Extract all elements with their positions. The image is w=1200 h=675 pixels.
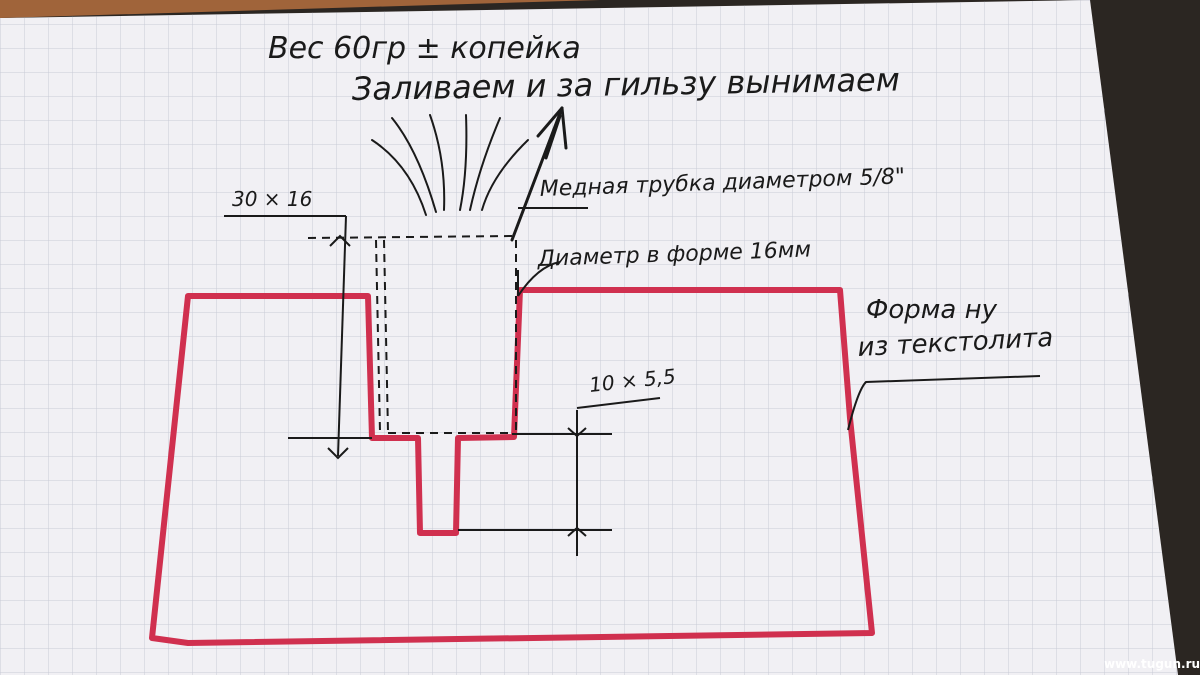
dimension-lines	[224, 207, 1041, 556]
form-label-line1: Форма ну	[866, 295, 998, 325]
form-outline	[149, 287, 875, 646]
extraction-arrow	[510, 106, 568, 242]
watermark: www.tugun.ru	[1104, 657, 1200, 671]
dim-top-label: 30 × 16	[232, 187, 312, 211]
weight-note: Вес 60гр ± копейка	[268, 31, 581, 66]
pour-rays	[371, 114, 529, 216]
